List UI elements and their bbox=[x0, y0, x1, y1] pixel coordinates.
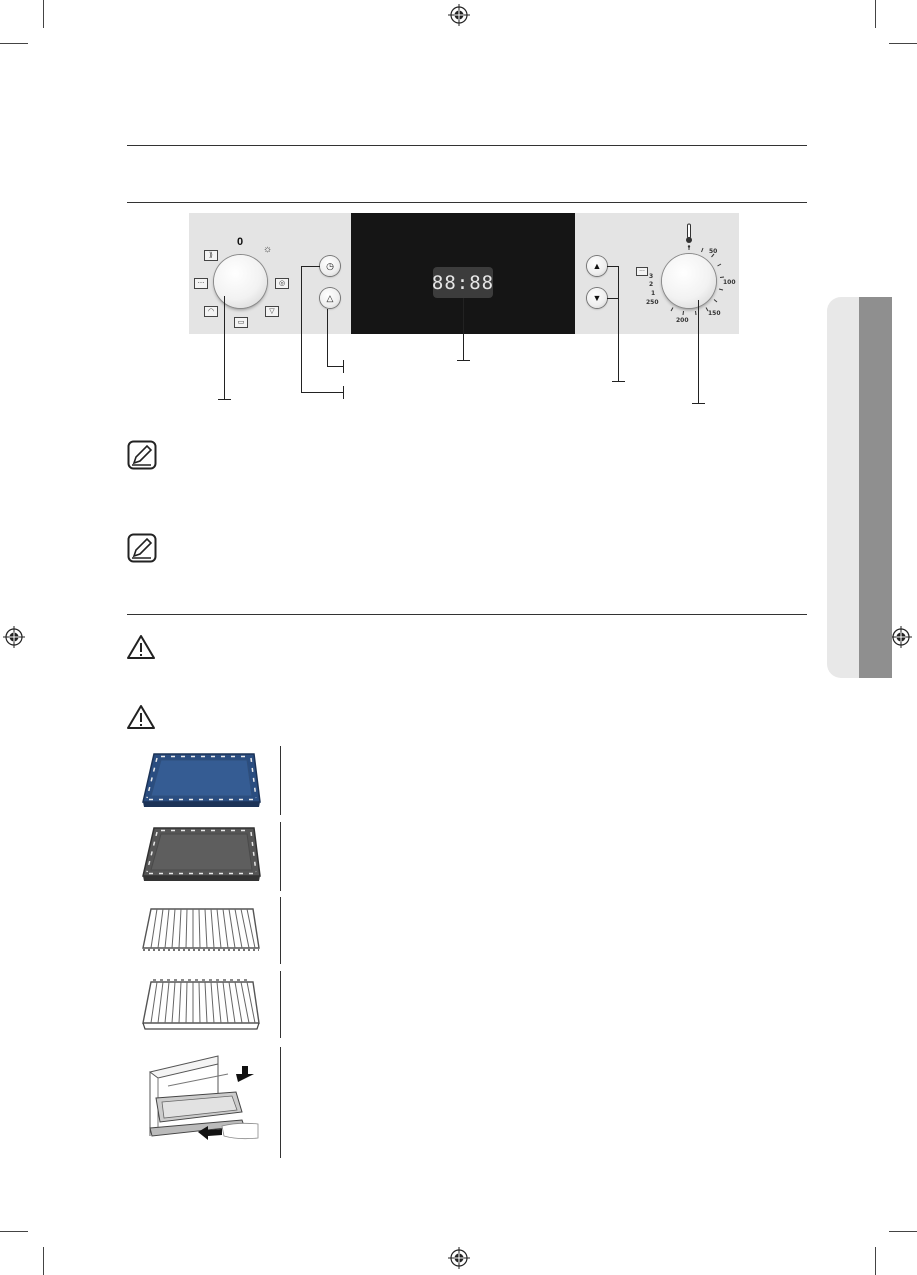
leader-line bbox=[618, 266, 619, 382]
section-rule bbox=[127, 614, 807, 615]
selector-zero-label: 0 bbox=[237, 236, 244, 248]
function-selector-knob[interactable] bbox=[214, 255, 267, 308]
leader-line bbox=[327, 309, 328, 367]
accessory-separator bbox=[280, 746, 281, 815]
registration-mark-icon bbox=[890, 626, 912, 648]
digital-display: 88:88 bbox=[432, 267, 493, 298]
grill-icon: ··· bbox=[194, 278, 208, 289]
crop-mark bbox=[875, 0, 876, 28]
clock-icon: ◷ bbox=[326, 260, 334, 271]
bottom-fan-icon: ▽ bbox=[265, 306, 279, 317]
accessory-separator bbox=[280, 971, 281, 1038]
temperature-knob[interactable] bbox=[662, 254, 716, 308]
temp-label-200: 200 bbox=[676, 317, 689, 324]
leader-line bbox=[607, 266, 619, 267]
temp-label-150: 150 bbox=[708, 310, 721, 317]
grill-level-3: 3 bbox=[649, 273, 654, 280]
leader-line bbox=[607, 298, 619, 299]
grill-level-2: 2 bbox=[649, 281, 654, 288]
leader-line bbox=[463, 298, 464, 360]
section-rule bbox=[127, 145, 807, 146]
down-button[interactable]: ▼ bbox=[587, 288, 607, 308]
warning-triangle-icon bbox=[127, 635, 155, 659]
leader-line bbox=[343, 386, 344, 399]
crop-mark bbox=[875, 1247, 876, 1275]
temperature-scale-ticks bbox=[670, 246, 725, 316]
top-heat-icon: ⟫ bbox=[204, 250, 218, 261]
leader-line bbox=[457, 360, 470, 361]
fan-heat-icon: ◎ bbox=[275, 278, 289, 289]
up-button[interactable]: ▲ bbox=[587, 256, 607, 276]
leader-line bbox=[218, 399, 231, 400]
wire-rack-image bbox=[142, 979, 260, 1030]
leader-line bbox=[301, 266, 320, 267]
temp-label-50: 50 bbox=[709, 248, 718, 255]
crop-mark bbox=[0, 43, 28, 44]
accessory-separator bbox=[280, 822, 281, 891]
triangle-up-icon: ▲ bbox=[592, 261, 602, 271]
temp-label-100: 100 bbox=[723, 279, 736, 286]
note-pencil-icon bbox=[127, 533, 157, 563]
registration-mark-icon bbox=[448, 1247, 470, 1269]
registration-mark-icon bbox=[448, 4, 470, 26]
registration-mark-icon bbox=[3, 626, 25, 648]
lamp-icon: ☼ bbox=[263, 244, 273, 255]
crop-mark bbox=[0, 1231, 28, 1232]
crop-mark bbox=[889, 43, 917, 44]
temp-label-250: 250 bbox=[646, 299, 659, 306]
leader-line bbox=[301, 266, 302, 393]
crop-mark bbox=[43, 1247, 44, 1275]
timer-bell-button[interactable]: △ bbox=[320, 288, 340, 308]
telescopic-rail-image bbox=[148, 1055, 259, 1140]
fan-grill-icon: ◠ bbox=[204, 306, 218, 317]
leader-line bbox=[612, 381, 625, 382]
accessory-separator bbox=[280, 1047, 281, 1158]
triangle-down-icon: ▼ bbox=[592, 293, 602, 303]
chapter-side-tab bbox=[827, 297, 892, 678]
leader-line bbox=[343, 360, 344, 373]
leader-line bbox=[327, 366, 344, 367]
leader-line bbox=[698, 300, 699, 404]
baking-tray-image bbox=[142, 827, 261, 881]
grill-level-1: 1 bbox=[651, 290, 656, 297]
leader-line bbox=[224, 296, 225, 400]
section-rule bbox=[127, 202, 807, 203]
grill-level-icon: ··· bbox=[636, 267, 648, 276]
crop-mark bbox=[889, 1231, 917, 1232]
conventional-icon: ▭ bbox=[234, 317, 248, 328]
leader-line bbox=[301, 392, 344, 393]
crop-mark bbox=[43, 0, 44, 28]
clock-button[interactable]: ◷ bbox=[320, 256, 340, 276]
wire-shelf-image bbox=[142, 908, 260, 951]
bell-icon: △ bbox=[326, 292, 334, 303]
warning-triangle-icon bbox=[127, 705, 155, 729]
note-pencil-icon bbox=[127, 440, 157, 470]
enamel-tray-image bbox=[142, 753, 261, 807]
accessory-separator bbox=[280, 897, 281, 964]
leader-line bbox=[692, 403, 705, 404]
